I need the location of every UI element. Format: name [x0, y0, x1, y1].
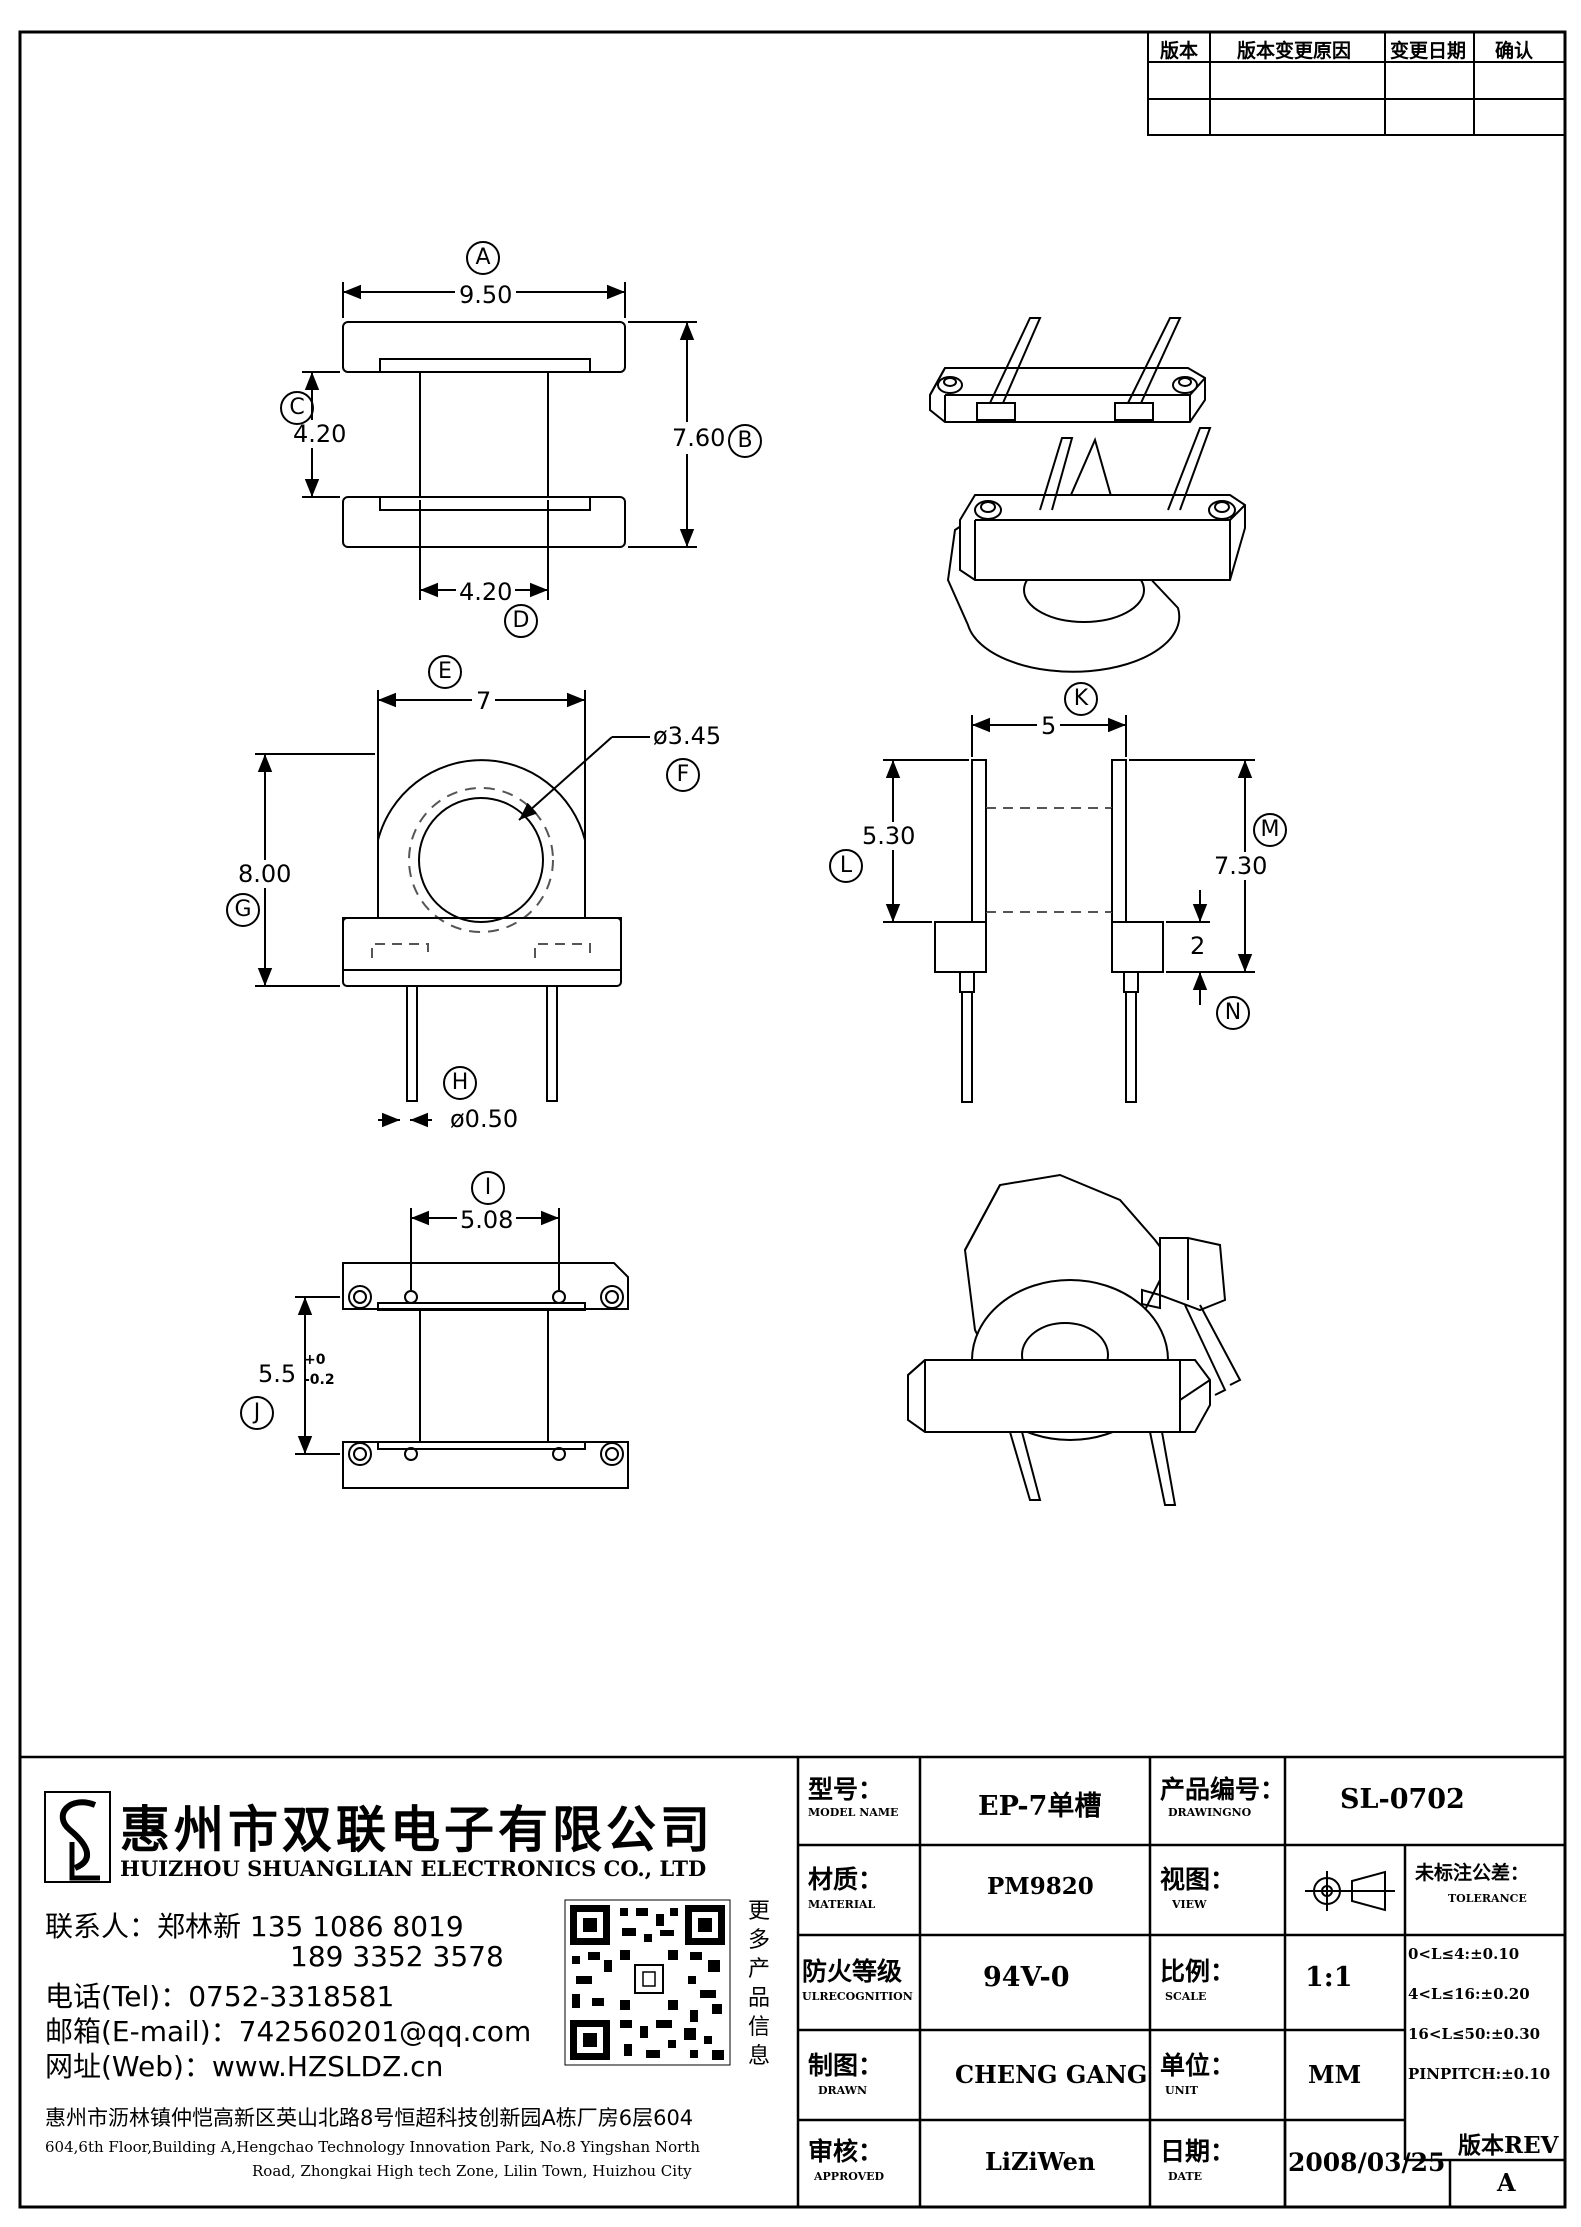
model-label: 型号： [808, 1775, 884, 1804]
dim-m-value: 7.30 [1214, 852, 1268, 880]
material-value: PM9820 [987, 1873, 1094, 1900]
rev-header-date: 变更日期 [1390, 40, 1467, 62]
drawn-sub: DRAWN [818, 2084, 868, 2097]
marker-b: B [728, 424, 762, 458]
company-logo [44, 1791, 111, 1883]
unit-value: MM [1308, 2060, 1362, 2089]
website: 网址(Web)：www.HZSLDZ.cn [45, 2050, 444, 2083]
marker-m: M [1253, 813, 1287, 847]
dim-j-value: 5.5 [258, 1360, 297, 1388]
marker-i: I [471, 1171, 505, 1205]
title-block-frame [20, 1755, 1565, 2207]
more-info-text: 更多产 品信息 [748, 1899, 771, 2069]
rev-label: 版本REV [1458, 2132, 1559, 2159]
rev-header-confirm: 确认 [1495, 40, 1534, 62]
sheet-border [18, 30, 1567, 2209]
drawn-label: 制图： [808, 2051, 884, 2080]
tolerance-4: PINPITCH:±0.10 [1408, 2065, 1551, 2083]
marker-g: G [226, 893, 260, 927]
marker-d: D [504, 604, 538, 638]
material-sub: MATERIAL [808, 1898, 876, 1911]
address-en-1: 604,6th Floor,Building A,Hengchao Techno… [45, 2138, 700, 2156]
email: 邮箱(E-mail)：742560201@qq.com [45, 2015, 532, 2048]
date-label: 日期： [1160, 2137, 1236, 2166]
projection-symbol [1305, 1870, 1395, 1912]
rev-header-reason: 版本变更原因 [1237, 40, 1352, 62]
scale-sub: SCALE [1165, 1990, 1207, 2003]
approved-value: LiZiWen [985, 2147, 1096, 2176]
company-name-cn: 惠州市双联电子有限公司 [120, 1801, 714, 1859]
scale-label: 比例： [1160, 1957, 1236, 1986]
telephone: 电话(Tel)：0752-3318581 [45, 1980, 395, 2013]
dim-n-value: 2 [1190, 932, 1206, 960]
qr-code [564, 1899, 731, 2066]
bottom-view [295, 1208, 629, 1489]
view-sub: VIEW [1172, 1898, 1207, 1911]
revision-table [1147, 31, 1566, 136]
rev-header-version: 版本 [1160, 40, 1199, 62]
contact-person: 联系人：郑林新 135 1086 8019 [45, 1910, 464, 1943]
company-name-en: HUIZHOU SHUANGLIAN ELECTRONICS CO., LTD [120, 1856, 707, 1881]
dim-c-value: 4.20 [293, 420, 347, 448]
marker-j: J [240, 1396, 274, 1430]
date-value: 2008/03/25 [1288, 2148, 1446, 2177]
marker-h: H [443, 1066, 477, 1100]
dim-k-value: 5 [1037, 712, 1061, 740]
unit-label: 单位： [1160, 2051, 1236, 2080]
side-view [883, 715, 1255, 1103]
contact-phone-2: 189 3352 3578 [290, 1940, 504, 1973]
address-en-2: Road, Zhongkai High tech Zone, Lilin Tow… [252, 2162, 692, 2180]
dim-b-value: 7.60 [672, 422, 726, 454]
tolerance-3: 16<L≤50:±0.30 [1408, 2025, 1541, 2043]
drawing-label: 产品编号： [1160, 1775, 1286, 1804]
unit-sub: UNIT [1165, 2084, 1198, 2097]
drawing-value: SL-0702 [1340, 1784, 1465, 1815]
marker-e: E [428, 655, 462, 689]
dim-j-tol-down: -0.2 [304, 1372, 335, 1388]
iso-view-top [929, 317, 1246, 673]
drawn-value: CHENG GANG [955, 2060, 1148, 2089]
date-sub: DATE [1168, 2170, 1203, 2183]
dim-e-value: 7 [472, 687, 496, 715]
dim-g-value: 8.00 [238, 860, 292, 888]
material-label: 材质： [808, 1865, 884, 1894]
tolerance-1: 0<L≤4:±0.10 [1408, 1945, 1520, 1963]
address-cn: 惠州市沥林镇仲恺高新区英山北路8号恒超科技创新园A栋厂房6层604 [45, 2106, 694, 2130]
tolerance-label: 未标注公差： [1415, 1862, 1530, 1884]
iso-view-bottom [907, 1173, 1242, 1506]
dim-j-tol-up: +0 [304, 1352, 326, 1368]
marker-c: C [280, 391, 314, 425]
model-value: EP-7单槽 [978, 1791, 1102, 1822]
dim-f-value: ø3.45 [653, 722, 722, 750]
marker-l: L [829, 849, 863, 883]
dim-h-value: ø0.50 [450, 1105, 519, 1133]
drawing-sub: DRAWINGNO [1168, 1806, 1252, 1819]
dim-i-value: 5.08 [457, 1206, 517, 1234]
approved-sub: APPROVED [814, 2170, 885, 2183]
scale-value: 1:1 [1305, 1962, 1353, 1993]
tolerance-sub: TOLERANCE [1448, 1892, 1527, 1905]
view-label: 视图： [1160, 1865, 1236, 1894]
approved-label: 审核： [808, 2137, 884, 2166]
fire-value: 94V-0 [983, 1962, 1070, 1993]
marker-k: K [1064, 682, 1098, 716]
tolerance-2: 4<L≤16:±0.20 [1408, 1985, 1530, 2003]
top-view [302, 282, 697, 600]
model-sub: MODEL NAME [808, 1806, 899, 1819]
marker-n: N [1216, 996, 1250, 1030]
dim-l-value: 5.30 [862, 822, 916, 850]
fire-label: 防火等级 [802, 1957, 903, 1986]
marker-f: F [666, 758, 700, 792]
dim-d-value: 4.20 [456, 578, 516, 606]
dim-a-value: 9.50 [455, 281, 517, 309]
marker-a: A [466, 241, 500, 275]
fire-sub: ULRECOGNITION [802, 1990, 913, 2003]
front-view [255, 690, 650, 1128]
rev-value: A [1497, 2168, 1516, 2197]
